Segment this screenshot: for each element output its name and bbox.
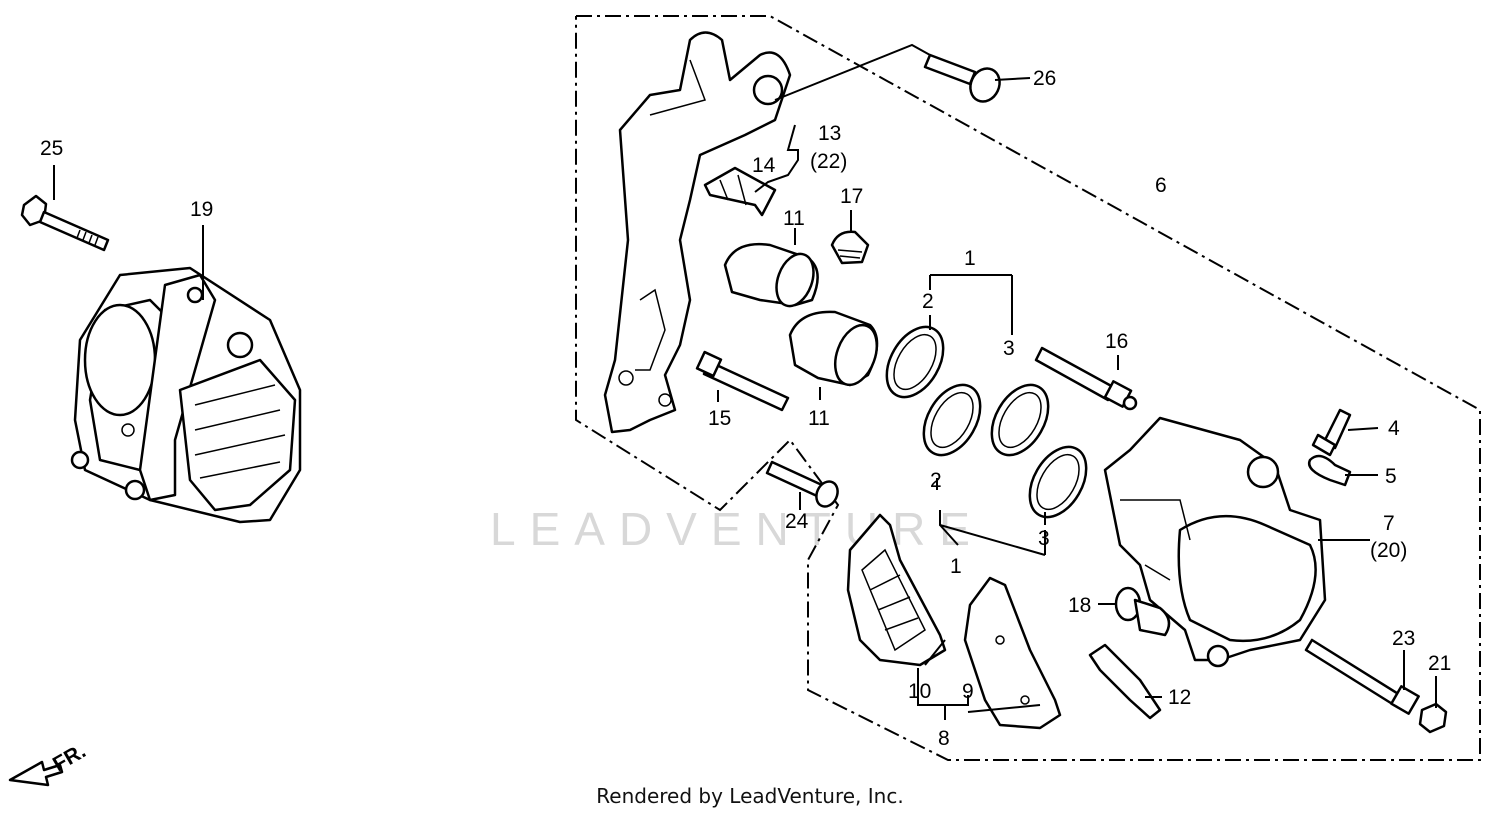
watermark: LEADVENTURE <box>490 503 984 555</box>
callout-13: 13 <box>818 122 841 145</box>
callout-18: 18 <box>1068 594 1091 617</box>
pin-23-drawing <box>1304 638 1420 715</box>
caliper-bracket-drawing <box>603 31 792 434</box>
bolt-25-drawing <box>20 194 110 252</box>
callout-14: 14 <box>752 154 776 177</box>
callout-19: 19 <box>190 198 213 221</box>
boot-18-drawing <box>1114 586 1171 637</box>
spring-12-drawing <box>1088 643 1162 720</box>
boot-17-drawing <box>830 230 870 265</box>
callout-11b: 11 <box>808 407 830 430</box>
callout-7-qty: (20) <box>1370 539 1407 562</box>
callout-3a: 3 <box>1003 337 1015 360</box>
callout-12: 12 <box>1168 686 1191 709</box>
callout-labels: 25 19 26 13 (22) 14 17 6 11 1 2 3 16 15 … <box>40 67 1451 750</box>
pin-15-drawing <box>695 350 790 412</box>
callout-23: 23 <box>1392 627 1415 650</box>
front-direction-arrow: FR. <box>8 739 90 787</box>
callout-25: 25 <box>40 137 63 160</box>
caliper-body-drawing <box>1103 416 1327 668</box>
callout-24: 24 <box>785 510 809 533</box>
bolt-24-drawing <box>765 460 839 508</box>
callout-2b: 2 <box>930 469 942 492</box>
clip-14-drawing <box>703 166 777 217</box>
callout-4: 4 <box>1388 417 1400 440</box>
callout-1b: 1 <box>950 555 962 578</box>
callout-1a: 1 <box>964 247 976 270</box>
callout-5: 5 <box>1385 465 1397 488</box>
nut-21-drawing <box>1418 702 1448 734</box>
caliper-assembly-drawing <box>70 266 302 524</box>
pad-10-drawing <box>846 513 947 667</box>
callout-10: 10 <box>908 680 931 703</box>
seals-drawing <box>885 325 1088 519</box>
callout-8: 8 <box>938 727 950 750</box>
callout-26: 26 <box>1033 67 1056 90</box>
callout-11a: 11 <box>783 207 805 230</box>
callout-15: 15 <box>708 407 731 430</box>
callout-6: 6 <box>1155 174 1167 197</box>
callout-2a: 2 <box>922 290 934 313</box>
pistons-drawing <box>723 242 879 387</box>
callout-16: 16 <box>1105 330 1128 353</box>
callout-21: 21 <box>1428 652 1451 675</box>
callout-7: 7 <box>1383 512 1395 535</box>
callout-3b: 3 <box>1038 527 1050 550</box>
assembly-boundary <box>575 15 1481 761</box>
cap-5-drawing <box>1307 454 1352 487</box>
bleeder-4-drawing <box>1311 408 1352 457</box>
callout-9: 9 <box>962 680 974 703</box>
footer-credit: Rendered by LeadVenture, Inc. <box>596 784 904 808</box>
callout-17: 17 <box>840 185 863 208</box>
pin-16-drawing <box>1034 346 1138 411</box>
callout-13-qty: (22) <box>810 150 847 173</box>
bolt-26-drawing <box>923 53 1001 103</box>
leader-lines <box>53 43 1437 720</box>
shim-9-drawing <box>963 576 1062 730</box>
